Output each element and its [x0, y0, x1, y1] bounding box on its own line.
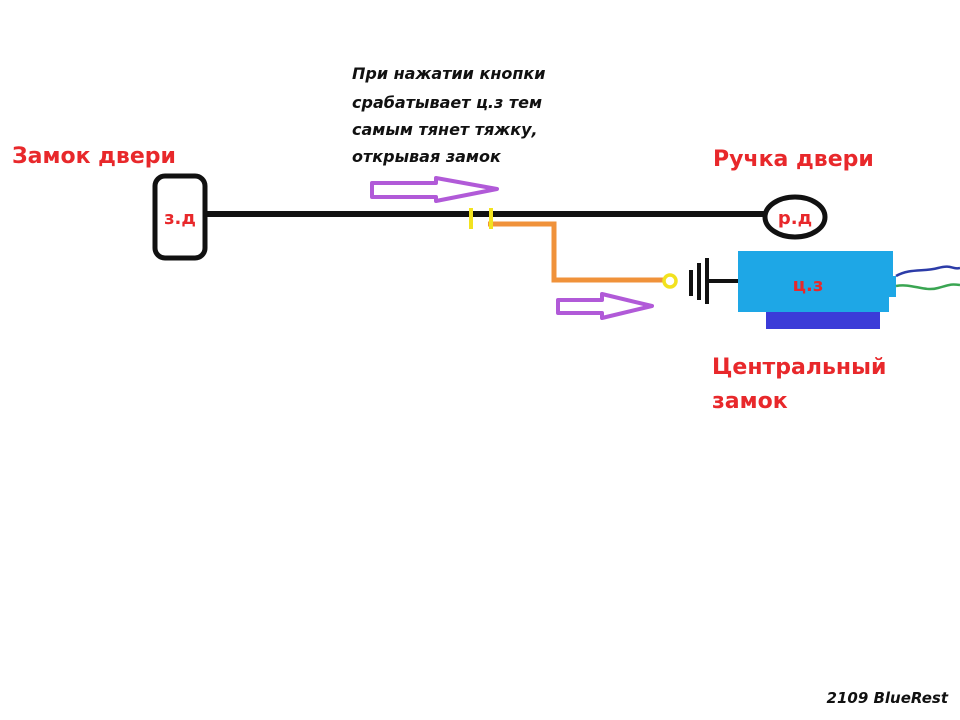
- actuator-short-label: ц.з: [793, 275, 824, 296]
- door-handle-ellipse: [762, 194, 828, 240]
- actuator-body: [738, 251, 896, 312]
- wire-green: [895, 283, 960, 291]
- note-line-3: самым тянет тяжку,: [352, 120, 538, 139]
- note-line-1: При нажатии кнопки: [352, 64, 546, 83]
- wire-blue: [895, 265, 960, 278]
- orange-link-rod: [488, 221, 664, 283]
- actuator: ц.з: [738, 251, 896, 329]
- door-lock-label: Замок двери: [12, 144, 176, 169]
- door-lock-box: [152, 173, 208, 261]
- author-signature: 2109 BlueRest: [827, 689, 949, 707]
- arrow-bottom: [556, 292, 654, 320]
- arrow-top: [370, 176, 499, 203]
- central-lock-label-line1: Центральный: [712, 355, 886, 380]
- door-handle-short-label: р.д: [778, 208, 812, 229]
- door-handle-label: Ручка двери: [713, 147, 874, 172]
- actuator-base: [766, 312, 880, 329]
- note-line-4: открывая замок: [352, 147, 502, 166]
- note-line-2: срабатывает ц.з тем: [352, 93, 542, 112]
- rod-end-ring: [662, 273, 678, 289]
- door-lock-short-label: з.д: [164, 208, 196, 229]
- central-lock-label-line2: замок: [712, 389, 788, 414]
